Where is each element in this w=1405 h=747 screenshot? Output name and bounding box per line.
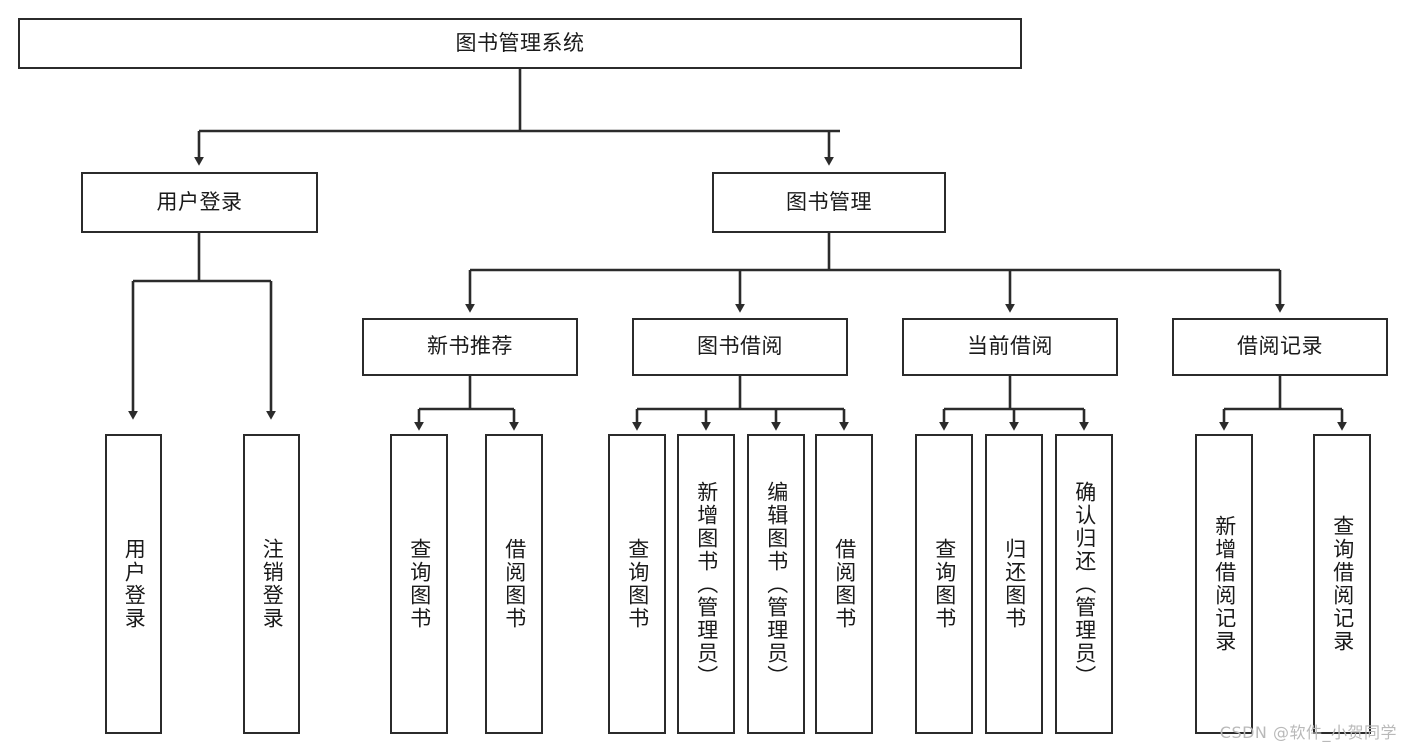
leaf-borrow-borrow-book[interactable]: 借阅图书: [815, 434, 873, 734]
node-label: 用户登录: [156, 189, 243, 214]
node-label: 编辑图书（管理员）: [764, 480, 789, 688]
node-label: 图书管理系统: [455, 30, 585, 55]
csdn-watermark: CSDN @软件_小贺同学: [1219, 723, 1397, 742]
node-label: 当前借阅: [967, 334, 1053, 359]
leaf-user-login-signin[interactable]: 用户登录: [105, 434, 162, 734]
node-label: 新书推荐: [427, 334, 513, 359]
node-root-library-system[interactable]: 图书管理系统: [18, 18, 1022, 69]
node-label: 图书借阅: [697, 334, 783, 359]
leaf-newbook-query-book[interactable]: 查询图书: [390, 434, 448, 734]
node-label: 新增借阅记录: [1212, 515, 1237, 653]
leaf-borrow-query-book[interactable]: 查询图书: [608, 434, 666, 734]
leaf-borrow-add-book-admin[interactable]: 新增图书（管理员）: [677, 434, 735, 734]
node-label: 图书管理: [786, 189, 872, 214]
node-current-borrow[interactable]: 当前借阅: [902, 318, 1118, 376]
node-label: 用户登录: [122, 538, 147, 630]
node-label: 查询图书: [932, 538, 957, 630]
node-new-book-recommend[interactable]: 新书推荐: [362, 318, 578, 376]
node-label: 新增图书（管理员）: [694, 480, 719, 688]
node-label: 查询借阅记录: [1330, 515, 1355, 653]
node-label: 查询图书: [625, 538, 650, 630]
leaf-newbook-borrow-book[interactable]: 借阅图书: [485, 434, 543, 734]
node-label: 确认归还（管理员）: [1072, 480, 1097, 688]
node-book-management[interactable]: 图书管理: [712, 172, 946, 233]
node-user-login[interactable]: 用户登录: [81, 172, 318, 233]
leaf-record-query-record[interactable]: 查询借阅记录: [1313, 434, 1371, 734]
leaf-current-confirm-return-admin[interactable]: 确认归还（管理员）: [1055, 434, 1113, 734]
node-label: 归还图书: [1002, 538, 1027, 630]
node-label: 借阅记录: [1237, 334, 1323, 359]
leaf-record-add-record[interactable]: 新增借阅记录: [1195, 434, 1253, 734]
leaf-user-login-signout[interactable]: 注销登录: [243, 434, 300, 734]
node-borrow-record[interactable]: 借阅记录: [1172, 318, 1388, 376]
leaf-borrow-edit-book-admin[interactable]: 编辑图书（管理员）: [747, 434, 805, 734]
node-label: 查询图书: [407, 538, 432, 630]
node-label: 注销登录: [260, 538, 285, 630]
node-label: 借阅图书: [502, 538, 527, 630]
leaf-current-query-book[interactable]: 查询图书: [915, 434, 973, 734]
leaf-current-return-book[interactable]: 归还图书: [985, 434, 1043, 734]
node-book-borrow[interactable]: 图书借阅: [632, 318, 848, 376]
node-label: 借阅图书: [832, 538, 857, 630]
